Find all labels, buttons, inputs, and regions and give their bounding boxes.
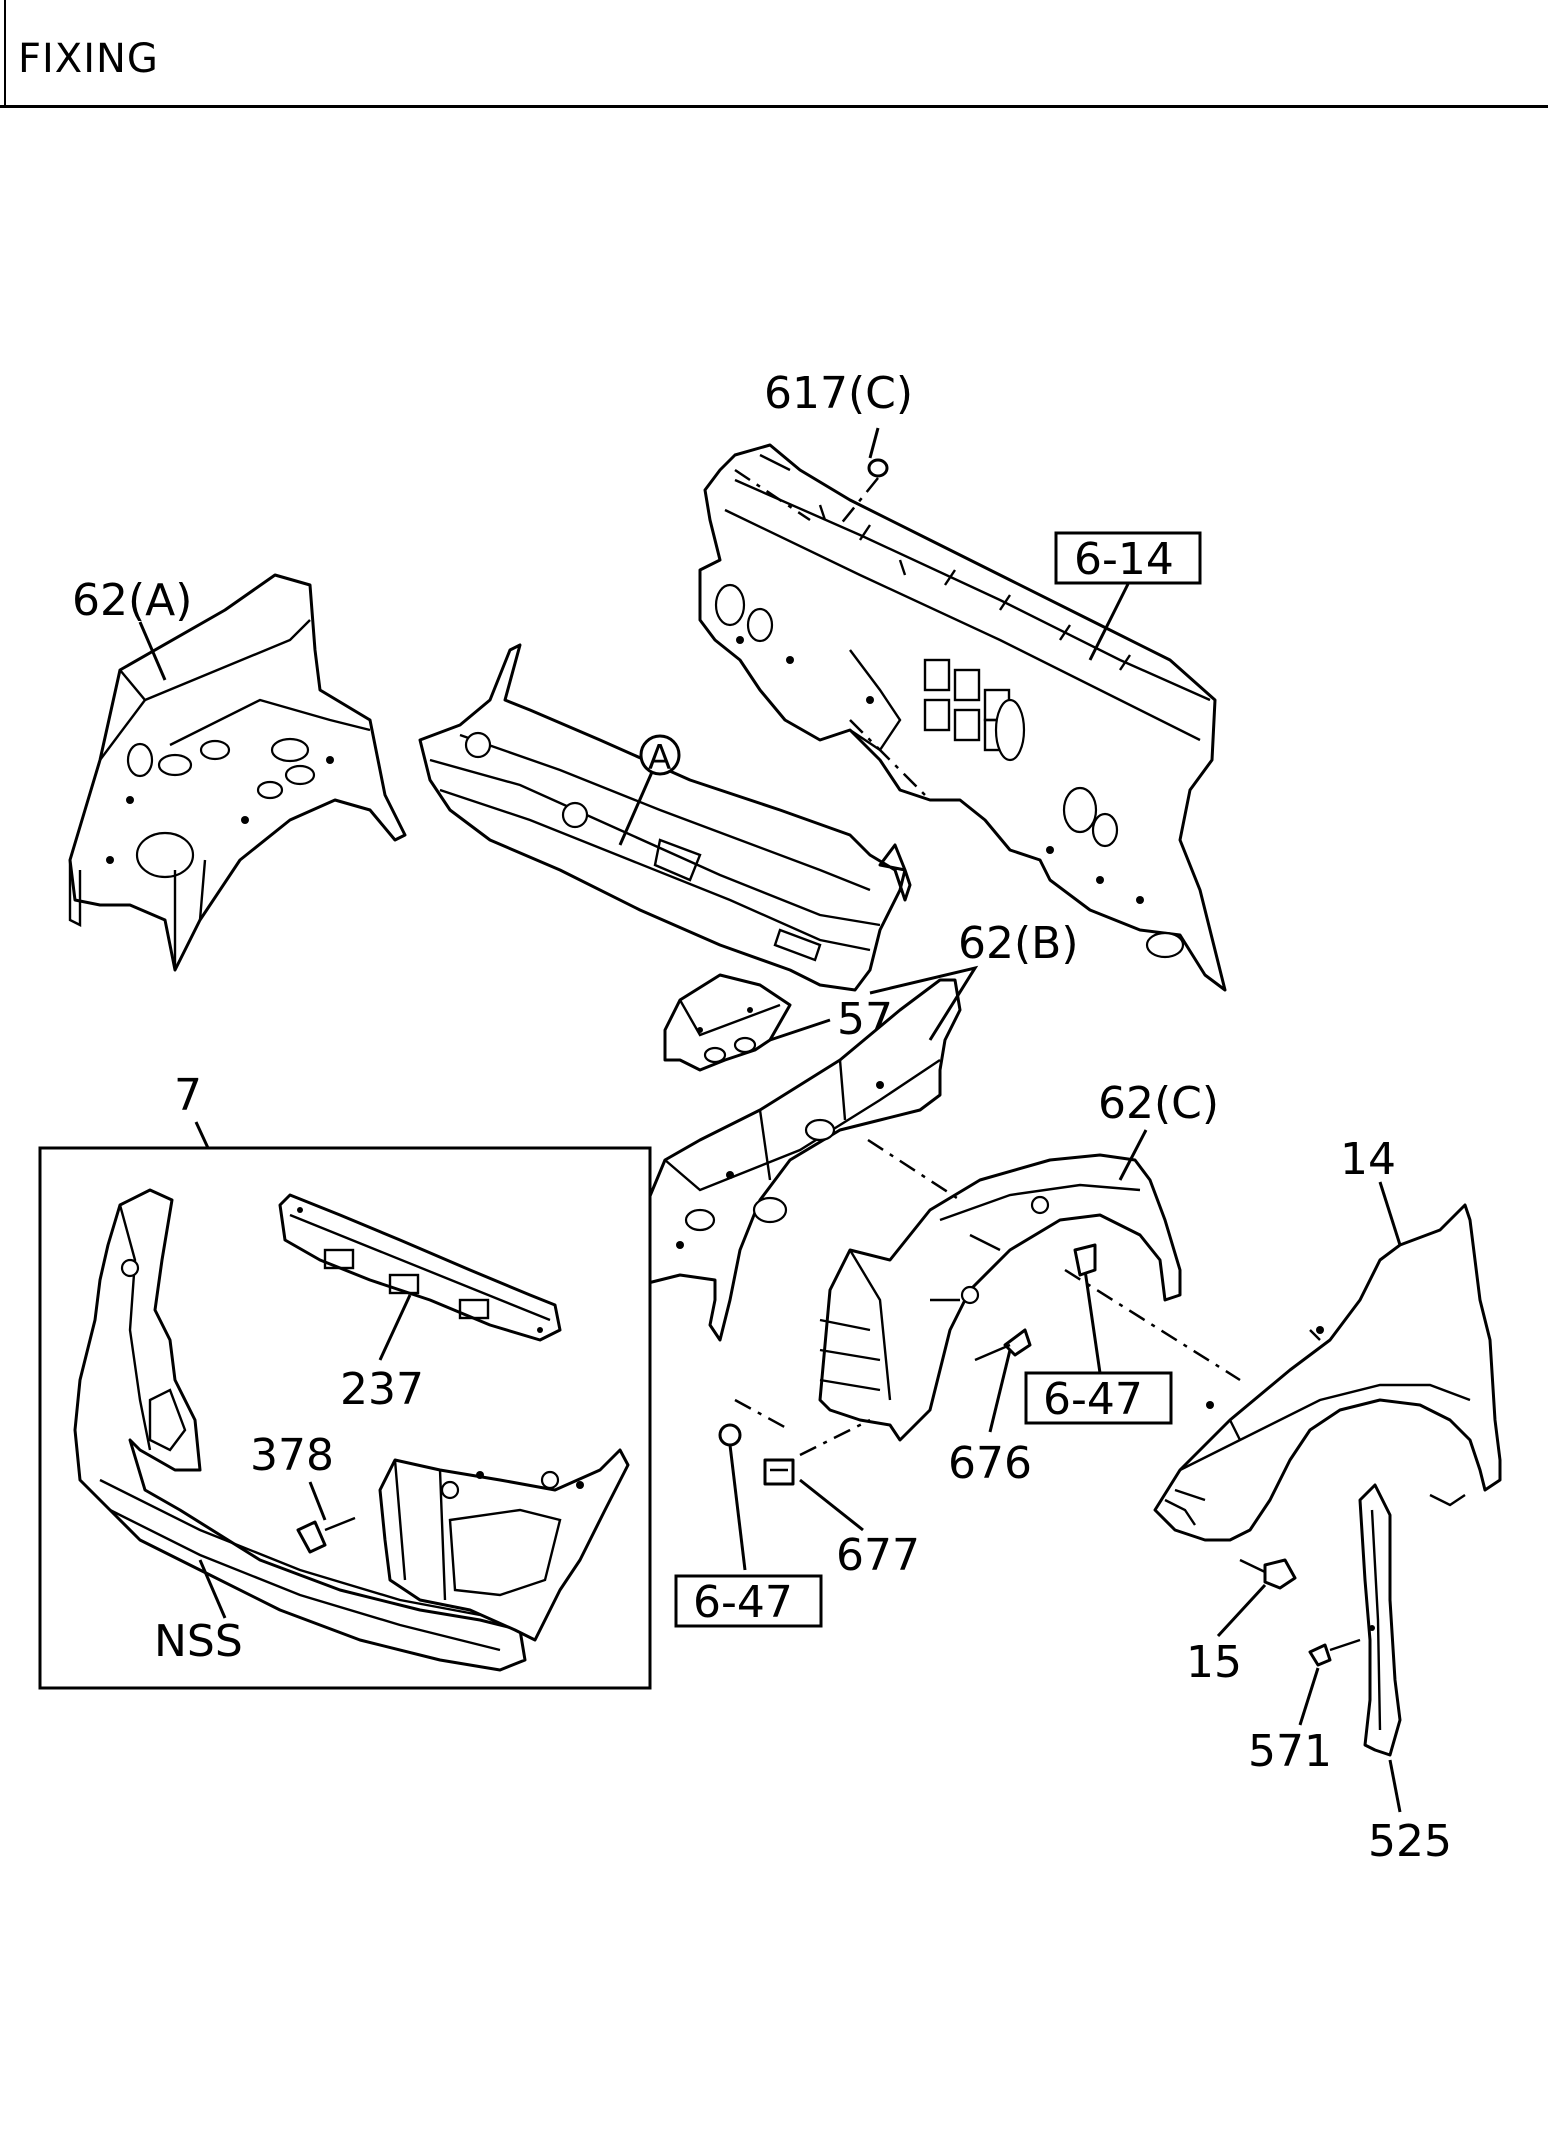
ref-box-6-47-a (674, 1574, 823, 1628)
label-62b: 62(B) (958, 918, 1079, 969)
fender-14 (1153, 1203, 1502, 1542)
plug-617c (839, 427, 889, 526)
label-15: 15 (1186, 1637, 1242, 1688)
label-7: 7 (174, 1070, 202, 1121)
label-617c: 617(C) (764, 368, 913, 419)
label-677: 677 (836, 1530, 920, 1581)
bolt-15 (1239, 1558, 1297, 1590)
label-circle-a: A (648, 738, 671, 778)
dash-panel (698, 443, 1227, 992)
ref-box-6-14 (1054, 531, 1202, 585)
label-676: 676 (948, 1438, 1032, 1489)
label-237: 237 (340, 1364, 424, 1415)
ref-box-6-47-b (1024, 1371, 1173, 1425)
clip-677 (763, 1458, 795, 1486)
label-nss: NSS (154, 1616, 243, 1667)
bracket-57 (663, 973, 792, 1072)
clip-571 (1308, 1638, 1361, 1667)
ref-6-14: 6-14 (1074, 534, 1174, 585)
screw-676 (974, 1328, 1032, 1362)
clip-6-47 (1073, 1243, 1097, 1277)
apron-62b (623, 978, 962, 1342)
ref-6-47-a: 6-47 (693, 1577, 793, 1628)
circle-a (639, 734, 681, 776)
wheel-liner-62c (818, 1153, 1182, 1442)
header-bar: FIXING (0, 0, 1548, 108)
nut (718, 1423, 742, 1447)
crossmember-237 (278, 1193, 562, 1342)
ref-6-47-b: 6-47 (1043, 1374, 1143, 1425)
cowl-panel (418, 643, 912, 992)
radiator-support (73, 1188, 630, 1672)
label-14: 14 (1340, 1134, 1396, 1185)
page-title: FIXING (18, 36, 159, 82)
label-571: 571 (1248, 1726, 1332, 1777)
label-525: 525 (1368, 1816, 1452, 1867)
label-62a: 62(A) (72, 575, 192, 626)
label-62c: 62(C) (1098, 1078, 1219, 1129)
mudguard-525 (1358, 1483, 1402, 1757)
apron-62a (68, 573, 407, 972)
label-378: 378 (250, 1430, 334, 1481)
header-divider (4, 0, 6, 106)
bolt-378 (296, 1516, 356, 1554)
